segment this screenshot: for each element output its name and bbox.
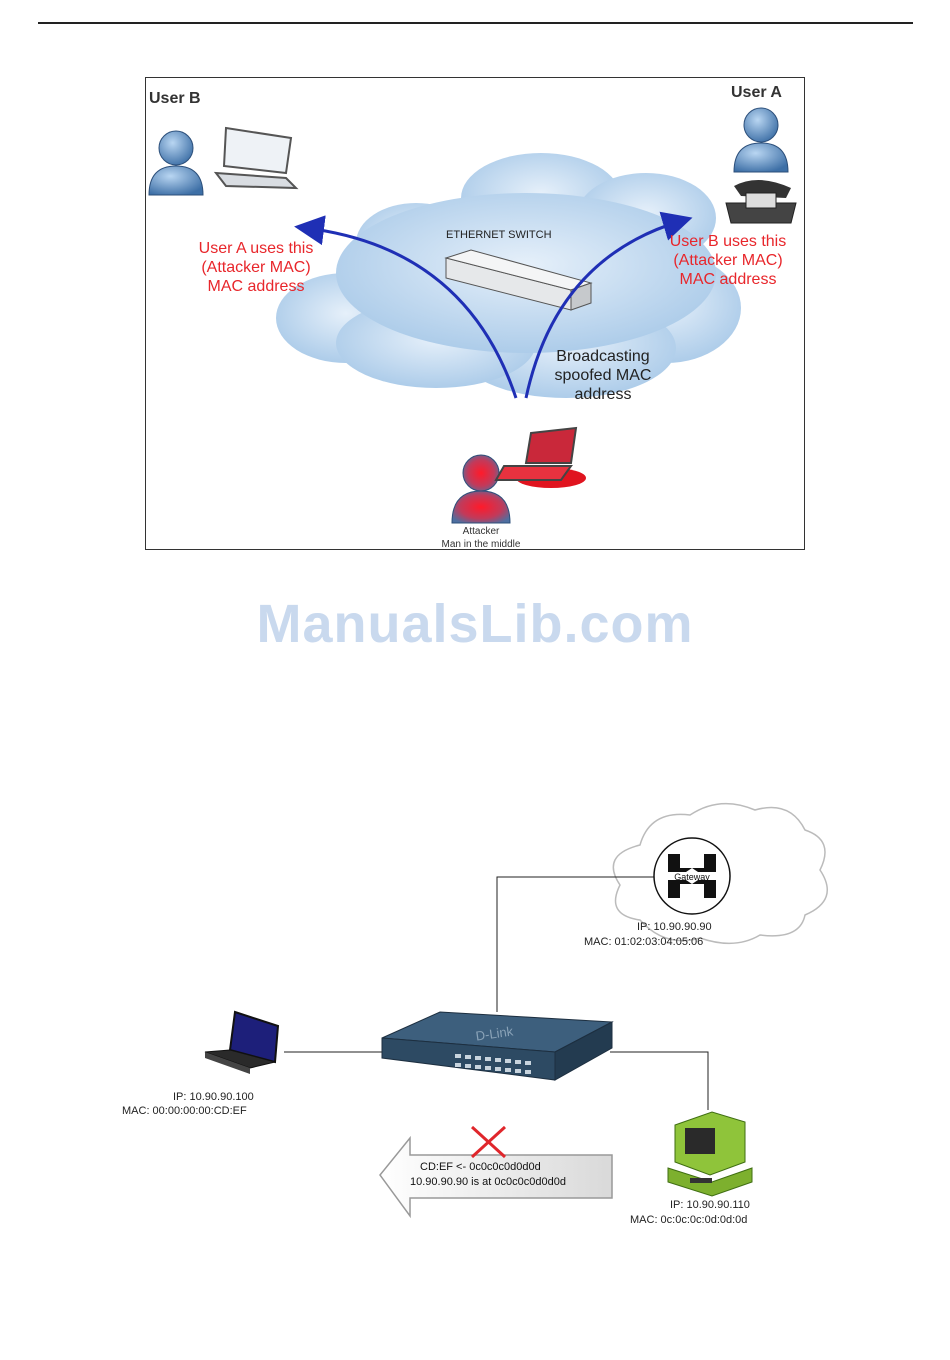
- left-msg-line-3: MAC address: [208, 278, 305, 295]
- attacker-person-icon: [451, 454, 511, 524]
- user-a-phone-icon: [725, 179, 797, 224]
- arp-spoof-diagram: Gateway IP: 10.90.90.90 MAC: 01:02:03:04…: [122, 802, 828, 1226]
- pc-ip: IP: 10.90.90.110: [670, 1199, 750, 1211]
- right-msg-line-2: (Attacker MAC): [673, 252, 782, 269]
- ethernet-switch-icon: [444, 249, 593, 311]
- attacker-sublabel: Man in the middle: [442, 539, 521, 549]
- mitm-diagram: User B User A ETHERNET SWITCH: [145, 77, 805, 550]
- user-b-person-icon: [148, 130, 204, 196]
- broadcast-line-3: address: [575, 386, 632, 403]
- link-switch-gateway: [496, 876, 655, 1012]
- mitm-diagram-canvas: User B User A ETHERNET SWITCH: [148, 84, 797, 550]
- watermark: ManualsLib.com: [256, 594, 694, 654]
- user-b-label: User B: [149, 90, 201, 107]
- blocked-cross-icon: [470, 1125, 507, 1159]
- gateway-router-icon: [653, 837, 731, 915]
- left-msg-line-2: (Attacker MAC): [201, 259, 310, 276]
- dlink-switch-icon: [381, 1011, 614, 1081]
- arrow-to-user-a: [524, 211, 693, 399]
- broadcast-line-1: Broadcasting: [556, 348, 649, 365]
- switch-label: ETHERNET SWITCH: [446, 229, 552, 241]
- attacker-pc-icon: [667, 1111, 753, 1197]
- arrow-to-user-b: [294, 215, 518, 399]
- gateway-mac: MAC: 01:02:03:04:05:06: [584, 936, 703, 948]
- switch-brand: D-Link: [475, 1023, 515, 1043]
- user-a-person-icon: [733, 107, 789, 173]
- right-msg-line-1: User B uses this: [670, 233, 786, 250]
- gateway-ip: IP: 10.90.90.90: [637, 921, 712, 933]
- link-switch-pc: [610, 1051, 709, 1110]
- left-msg-line-1: User A uses this: [199, 240, 314, 257]
- pc-mac: MAC: 0c:0c:0c:0d:0d:0d: [630, 1214, 747, 1226]
- user-b-laptop-icon: [213, 126, 299, 190]
- top-rule: [38, 22, 913, 24]
- arp-reply-arrow: [379, 1135, 613, 1219]
- broadcast-line-2: spoofed MAC: [555, 367, 652, 384]
- gateway-label: Gateway: [674, 872, 710, 882]
- client-laptop-icon: [204, 1010, 280, 1074]
- laptop-ip: IP: 10.90.90.100: [173, 1091, 254, 1103]
- attacker-laptop-icon: [494, 426, 586, 488]
- arp-line-2: 10.90.90.90 is at 0c0c0c0d0d0d: [410, 1176, 566, 1188]
- arp-line-1: CD:EF <- 0c0c0c0d0d0d: [420, 1161, 541, 1173]
- user-a-label: User A: [731, 84, 782, 101]
- right-msg-line-3: MAC address: [680, 271, 777, 288]
- laptop-mac: MAC: 00:00:00:00:CD:EF: [122, 1105, 247, 1117]
- attacker-label: Attacker: [463, 526, 500, 537]
